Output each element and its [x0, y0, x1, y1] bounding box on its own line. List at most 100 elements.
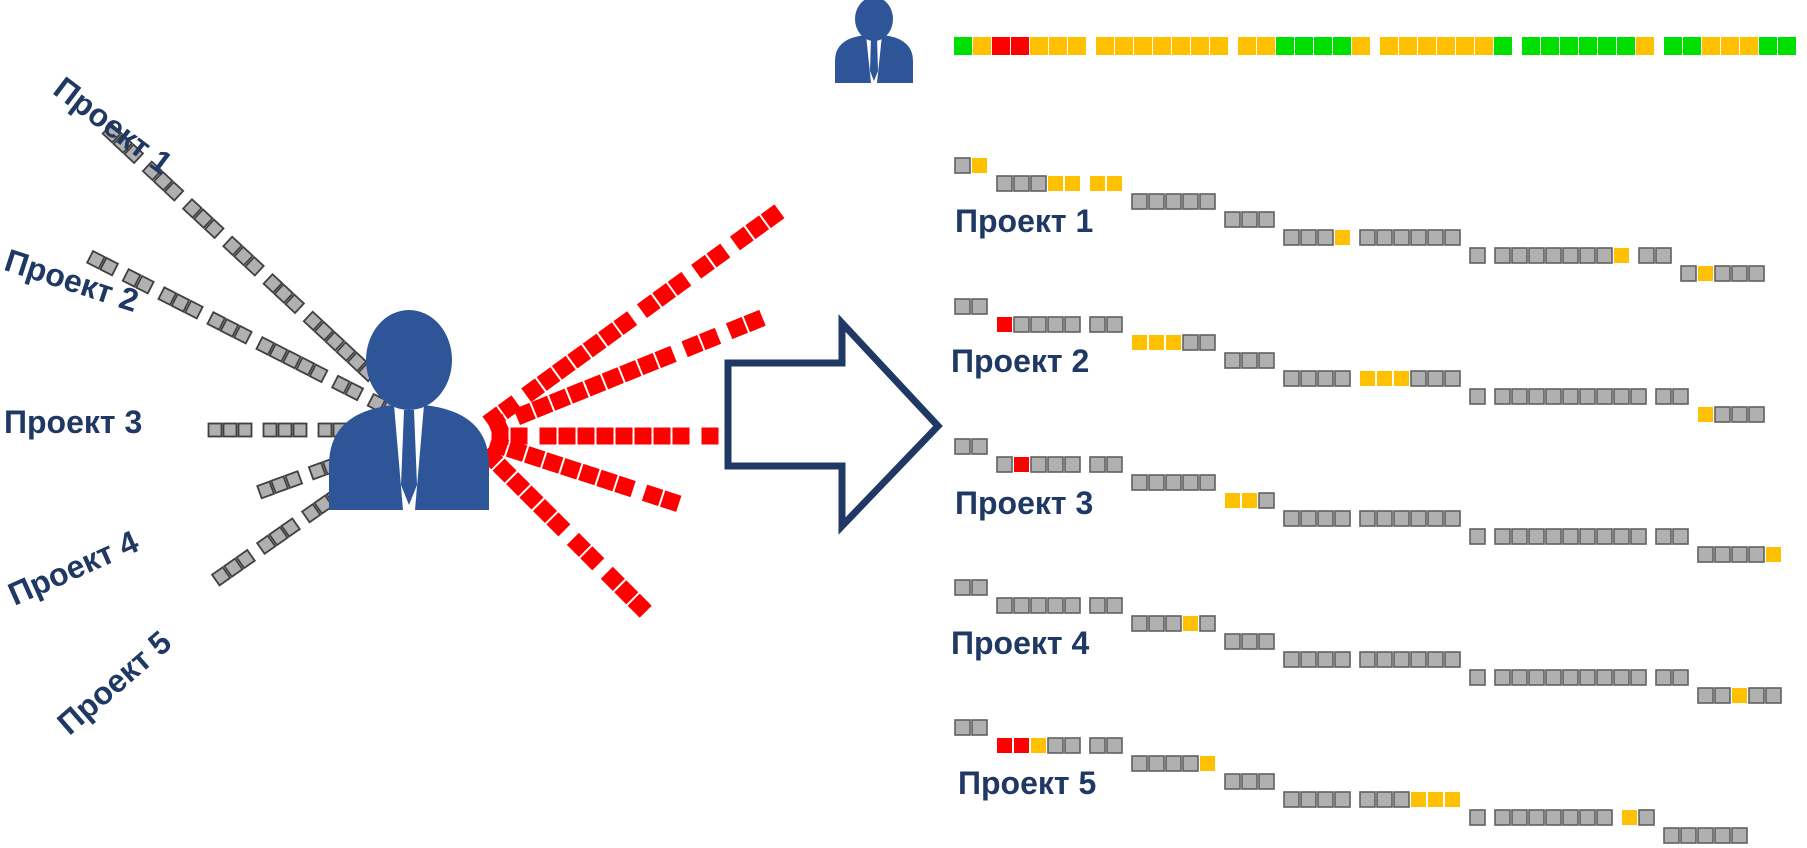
gray-square [1283, 229, 1300, 246]
red-square [578, 463, 600, 486]
yellow-square [1068, 37, 1086, 55]
gray-square [1334, 651, 1351, 668]
gray-square [1165, 474, 1182, 491]
yellow-square [1721, 37, 1739, 55]
red-square [548, 388, 571, 411]
gray-square [954, 719, 971, 736]
red-square [614, 475, 636, 498]
gray-square [1672, 388, 1689, 405]
gray-square [1714, 546, 1731, 563]
gray-square [1528, 528, 1545, 545]
yellow-square [1166, 335, 1181, 350]
gray-square [1596, 247, 1613, 264]
gray-square [1047, 316, 1064, 333]
gray-square [954, 298, 971, 315]
gray-square [1047, 456, 1064, 473]
gray-square [1131, 474, 1148, 491]
yellow-square [1636, 37, 1654, 55]
gray-square [1258, 773, 1275, 790]
red-square [596, 469, 618, 492]
red-square [743, 309, 766, 333]
gray-square [1511, 528, 1528, 545]
yellow-square [1352, 37, 1370, 55]
green-square [1759, 37, 1777, 55]
gray-square [1376, 510, 1393, 527]
yellow-square [1030, 37, 1048, 55]
red-square [541, 452, 564, 474]
gray-square [1444, 510, 1461, 527]
yellow-square [1200, 756, 1215, 771]
gray-square [1359, 229, 1376, 246]
gray-square [1630, 669, 1647, 686]
fan-ray [487, 434, 682, 512]
gray-square [1165, 755, 1182, 772]
gray-square [1300, 651, 1317, 668]
gray-square [1064, 456, 1081, 473]
red-square [699, 327, 722, 351]
yellow-square [1257, 37, 1275, 55]
gray-square [1283, 791, 1300, 808]
red-square [672, 427, 690, 445]
red-square [636, 353, 660, 376]
gray-square [1444, 229, 1461, 246]
gray-square [1182, 334, 1199, 351]
gray-square [141, 160, 163, 182]
red-square [997, 738, 1012, 753]
gray-square [183, 299, 204, 320]
gray-square [1562, 528, 1579, 545]
project-timeline [954, 579, 1782, 704]
yellow-square [1698, 407, 1713, 422]
gray-square [1199, 193, 1216, 210]
gray-square [1528, 809, 1545, 826]
project-timeline [954, 438, 1781, 563]
gray-square [152, 170, 174, 192]
gray-square [308, 363, 329, 384]
gray-square [232, 324, 253, 345]
gray-square [971, 579, 988, 596]
yellow-square [1115, 37, 1133, 55]
gray-square [1579, 247, 1596, 264]
gray-square [996, 597, 1013, 614]
gray-square [324, 330, 346, 352]
red-square [1014, 457, 1029, 472]
gray-square [1680, 827, 1697, 844]
gray-square [1638, 809, 1655, 826]
gray-square [1131, 755, 1148, 772]
gray-square [1064, 316, 1081, 333]
gray-square [1334, 791, 1351, 808]
gray-square [1199, 615, 1216, 632]
gray-square [262, 422, 278, 438]
red-square [582, 333, 607, 358]
gray-square [1182, 474, 1199, 491]
green-square [1333, 37, 1351, 55]
gray-square [85, 249, 106, 270]
gray-square [1047, 597, 1064, 614]
small-person-head [855, 0, 893, 41]
gray-square [344, 381, 365, 402]
central-person-icon [329, 310, 489, 510]
gray-square [1317, 510, 1334, 527]
gray-square [330, 374, 351, 395]
gray-square [1106, 597, 1123, 614]
project-timeline [954, 719, 1748, 844]
yellow-square [1172, 37, 1190, 55]
gray-square [1376, 651, 1393, 668]
gray-square [1680, 265, 1697, 282]
gray-square [1444, 370, 1461, 387]
gray-square [1765, 687, 1782, 704]
gray-square [1562, 247, 1579, 264]
gray-square [163, 180, 185, 202]
gray-square [1511, 809, 1528, 826]
gray-square [1376, 229, 1393, 246]
gray-square [1030, 316, 1047, 333]
gray-square [1224, 352, 1241, 369]
gray-square [1562, 388, 1579, 405]
gray-square [1748, 265, 1765, 282]
yellow-square [1411, 792, 1426, 807]
fan-ray [486, 309, 766, 436]
green-square [1617, 37, 1635, 55]
gray-square [1613, 388, 1630, 405]
gray-square [1469, 669, 1486, 686]
gray-square [222, 422, 238, 438]
red-square [619, 360, 642, 383]
